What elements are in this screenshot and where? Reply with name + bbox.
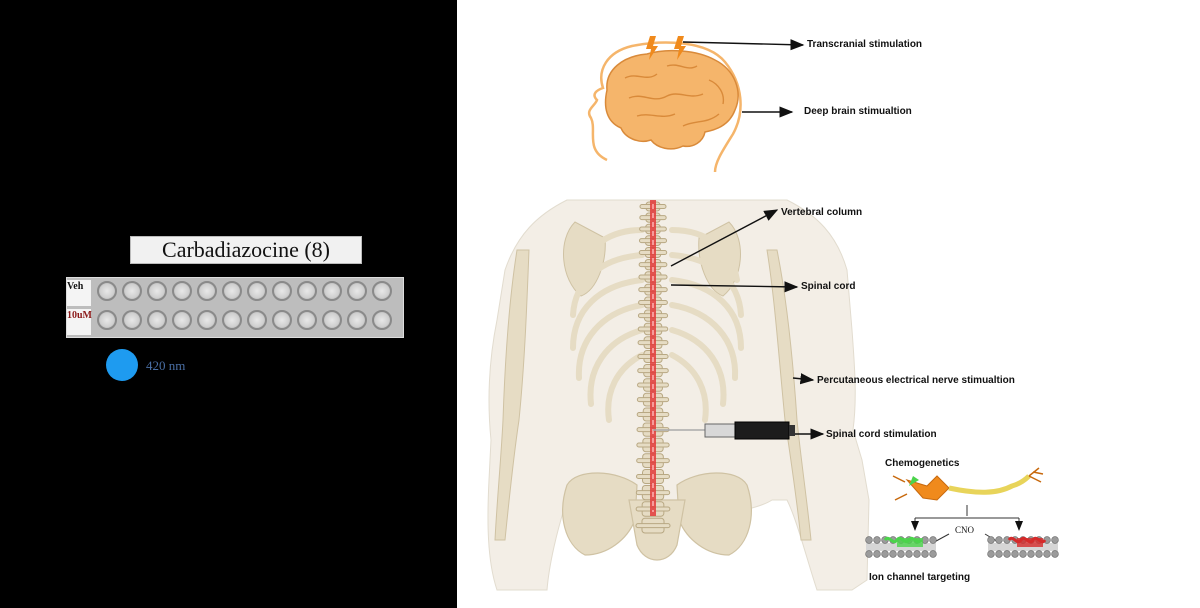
label-chemogenetics: Chemogenetics [885,458,960,469]
lipid-head [873,550,881,558]
neuron-icon [892,467,1044,501]
left-panel: Carbadiazocine (8) Veh 10uM 420 nm [0,0,457,608]
plate-well [222,310,242,330]
brain [604,49,739,150]
plate-well [122,281,142,301]
lipid-head [995,550,1003,558]
plate-well [172,281,192,301]
plate-well [322,281,342,301]
plate-well [97,310,117,330]
plate-well [372,310,392,330]
plate-well [372,281,392,301]
light-wavelength-label: 420 nm [146,358,186,373]
row-label-10um: 10uM [67,309,92,335]
lipid-head [1003,550,1011,558]
plate-well [322,310,342,330]
lipid-head [1051,536,1059,544]
label-percutaneous-stimulation: Percutaneous electrical nerve stimualtio… [817,375,1015,386]
label-ion-channel-targeting: Ion channel targeting [869,572,971,583]
row-label-veh: Veh [67,280,91,306]
neuromodulation-diagram: Transcranial stimulation Deep brain stim… [457,0,1200,608]
plate-well [272,310,292,330]
plate-well [122,310,142,330]
well-plate: Veh 10uM [66,277,404,338]
plate-well [222,281,242,301]
lipid-head [987,550,995,558]
label-spinal-cord: Spinal cord [801,281,856,292]
label-transcranial-stimulation: Transcranial stimulation [807,39,923,50]
label-deep-brain-stimulation: Deep brain stimualtion [804,106,912,117]
lipid-head [1051,550,1059,558]
plate-well [347,281,367,301]
plate-well [197,310,217,330]
light-stimulus-dot [106,349,138,381]
plate-well [247,281,267,301]
lipid-head [873,536,881,544]
plate-well [272,281,292,301]
lipid-head [1043,550,1051,558]
plate-well [247,310,267,330]
lipid-head [995,536,1003,544]
lipid-head [929,550,937,558]
lipid-head [913,550,921,558]
lipid-head [1011,550,1019,558]
plate-well [297,281,317,301]
lipid-head [1035,550,1043,558]
lipid-head [897,550,905,558]
plate-well [147,281,167,301]
lipid-head [1027,550,1035,558]
dreadd-receptor-green [883,536,923,547]
label-vertebral-column: Vertebral column [781,207,863,218]
head-outline [587,41,742,173]
plate-well [147,310,167,330]
lipid-head [929,536,937,544]
vertebra-process [635,523,671,529]
lipid-head [881,550,889,558]
lipid-head [987,536,995,544]
label-spinal-cord-stimulation: Spinal cord stimulation [826,429,937,440]
anatomy-illustration [487,36,1059,591]
compound-title: Carbadiazocine (8) [130,236,362,264]
lipid-head [905,550,913,558]
lipid-head [889,550,897,558]
lightning-icon [646,36,686,60]
spinal-cord [650,200,656,516]
stimulator-device [653,421,795,440]
ribcage [570,227,744,423]
plate-well [197,281,217,301]
dreadd-receptor-red [1007,536,1047,547]
lipid-head [1019,550,1027,558]
plate-well [347,310,367,330]
lipid-head [865,536,873,544]
plate-well [297,310,317,330]
label-arrows [670,39,825,440]
lipid-head [865,550,873,558]
plate-well [97,281,117,301]
plate-well [172,310,192,330]
lipid-head [921,550,929,558]
label-cno: CNO [955,525,975,535]
